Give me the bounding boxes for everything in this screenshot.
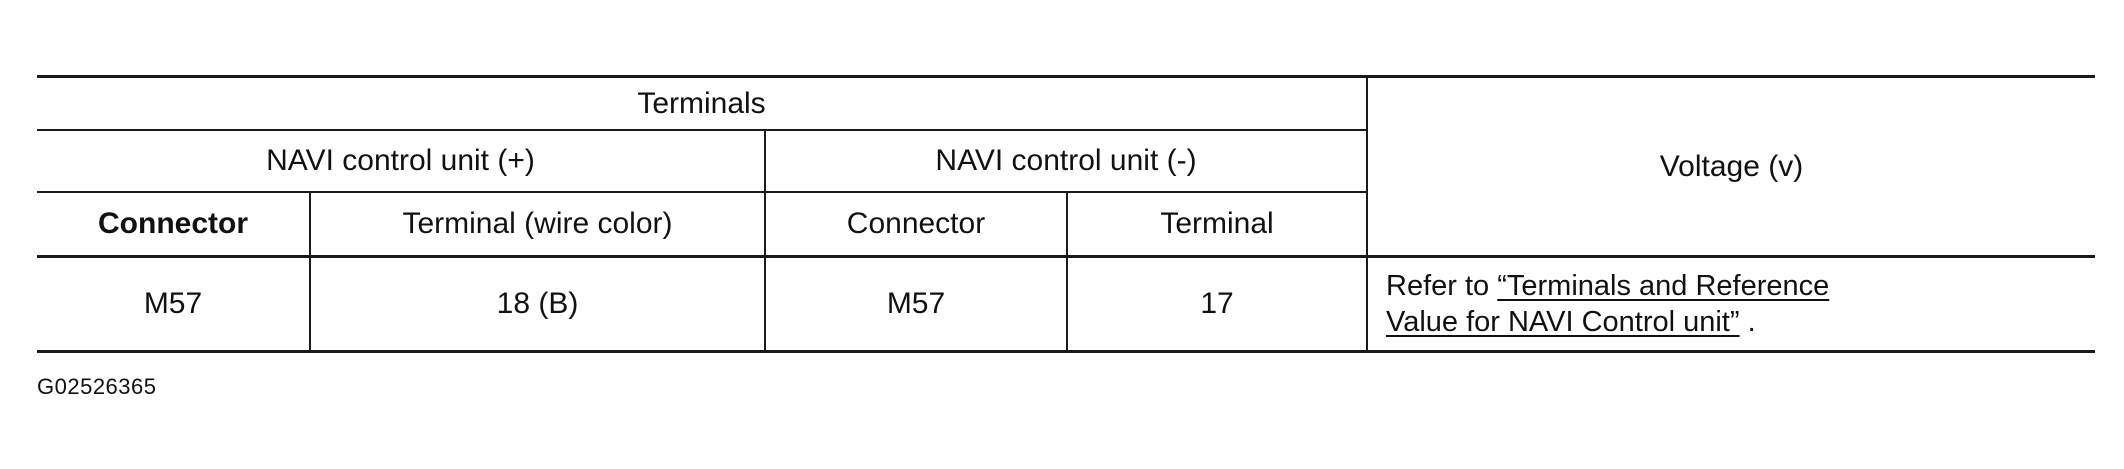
terminal-minus-value: 17 — [1066, 255, 1367, 353]
terminals-header: Terminals — [37, 75, 1367, 130]
header-row-columns: Connector Terminal (wire color) Connecto… — [37, 191, 2095, 257]
table-row: M57 18 (B) M57 17 Refer to “Terminals an… — [37, 255, 2095, 353]
terminal-wire-color-header: Terminal (wire color) — [309, 191, 765, 257]
header-row-units: NAVI control unit (+) NAVI control unit … — [37, 129, 2095, 192]
terminals-reference-link-line1[interactable]: “Terminals and Reference — [1497, 269, 1830, 302]
terminals-voltage-table: Terminals Voltage (v) NAVI control unit … — [37, 75, 2095, 353]
terminal-plus-value: 18 (B) — [309, 255, 765, 353]
connector-minus-value: M57 — [764, 255, 1067, 353]
connector-minus-header: Connector — [764, 191, 1067, 257]
header-row-terminals: Terminals Voltage (v) — [37, 75, 2095, 257]
voltage-header: Voltage (v) — [1366, 75, 2095, 257]
terminal-minus-header: Terminal — [1066, 191, 1367, 257]
navi-control-unit-plus-header: NAVI control unit (+) — [37, 129, 765, 192]
voltage-reference-prefix: Refer to — [1386, 269, 1498, 302]
figure-id: G02526365 — [37, 374, 157, 399]
connector-plus-value: M57 — [37, 255, 310, 353]
voltage-reference-suffix: . — [1739, 306, 1756, 338]
terminals-reference-link-line2[interactable]: Value for NAVI Control unit” — [1386, 306, 1740, 338]
navi-control-unit-minus-header: NAVI control unit (-) — [764, 129, 1367, 192]
connector-plus-header: Connector — [37, 191, 310, 257]
